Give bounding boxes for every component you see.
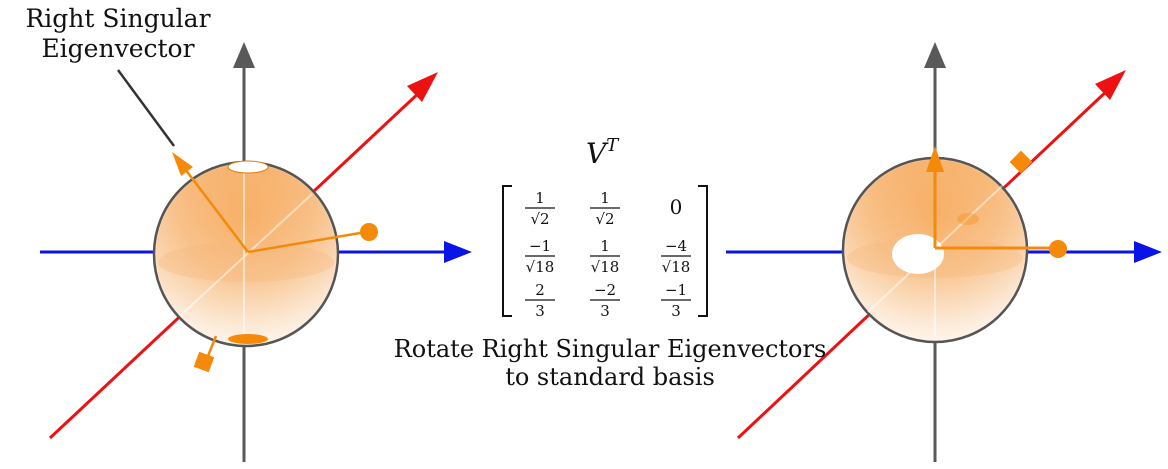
right-singular-eigenvector-label: Right Singular Eigenvector [0,4,236,64]
left-inner-diagonal [179,193,313,317]
left-eigenvector-upleft-arrowhead [172,152,193,176]
matrix-cell-numerator: 2 [535,281,545,299]
left-eigenvector-right-dot [360,223,378,241]
matrix-right-bracket [698,185,708,317]
matrix-title: VT [586,135,620,170]
matrix-cell-denominator: √18 [526,258,555,276]
matrix-cell-numerator: −1 [529,237,551,255]
matrix-cell-r2-c2: 1√18 [590,237,620,276]
left-coordinate-system [40,42,472,462]
left-label-line1: Right Singular [25,4,211,33]
right-diagonal-arrowhead [1095,70,1126,100]
matrix-cell-denominator: √18 [591,258,620,276]
matrix-cell-r3-c1: 23 [525,281,555,320]
right-inner-spot [957,213,979,225]
left-top-pole-highlight [227,160,269,174]
matrix-cell-r3-c2: −23 [590,281,620,320]
left-bottom-pole-mark [228,334,268,344]
matrix-cell-numerator: 1 [600,237,610,255]
matrix-cell-numerator: 1 [535,189,545,207]
caption-line2: to standard basis [505,363,715,391]
matrix-cell-denominator: 3 [600,302,610,320]
matrix-cell-denominator: √2 [530,210,549,228]
right-horizontal-arrowhead [1134,241,1162,263]
matrix-cell-numerator: 1 [600,189,610,207]
matrix-cell-denominator: 3 [671,302,681,320]
caption: Rotate Right Singular Eigenvectors to st… [380,335,840,391]
matrix-cell-value: 0 [670,195,683,219]
matrix-cell-r1-c3: 0 [670,195,683,219]
right-coordinate-system [726,42,1162,462]
matrix-cell-r1-c1: 1√2 [525,189,555,228]
matrix-left-bracket [502,185,512,317]
caption-line1: Rotate Right Singular Eigenvectors [393,335,827,363]
left-eigenvector-down [206,335,218,357]
right-vertical-arrowhead [924,42,946,68]
right-center-highlight [892,234,944,274]
matrix-cell-r2-c3: −4√18 [661,237,691,276]
left-annotation-pointer [116,69,176,147]
left-eigenvector-down-square [193,351,215,373]
left-diagonal-arrowhead [407,72,438,102]
left-label-line2: Eigenvector [41,34,195,63]
right-eigenvector-diagonal-square [1009,150,1033,174]
matrix-cell-denominator: 3 [535,302,545,320]
left-vertical-arrowhead [233,42,255,68]
right-eigenvector-up-arrowhead [926,146,944,172]
left-eigenvector-right [247,230,367,254]
left-horizontal-arrowhead [444,241,472,263]
matrix-cell-numerator: −1 [665,281,687,299]
left-eigenvector-upleft [181,164,249,253]
matrix-cell-denominator: √18 [662,258,691,276]
left-sphere-band [158,242,334,282]
matrix-cell-numerator: −2 [594,281,616,299]
matrix-cell-r2-c1: −1√18 [525,237,555,276]
matrix-cell-r1-c2: 1√2 [590,189,620,228]
matrix-cell-denominator: √2 [595,210,614,228]
matrix-cell-numerator: −4 [665,237,687,255]
right-eigenvector-right-dot [1049,240,1067,258]
matrix-cell-r3-c3: −13 [661,281,691,320]
